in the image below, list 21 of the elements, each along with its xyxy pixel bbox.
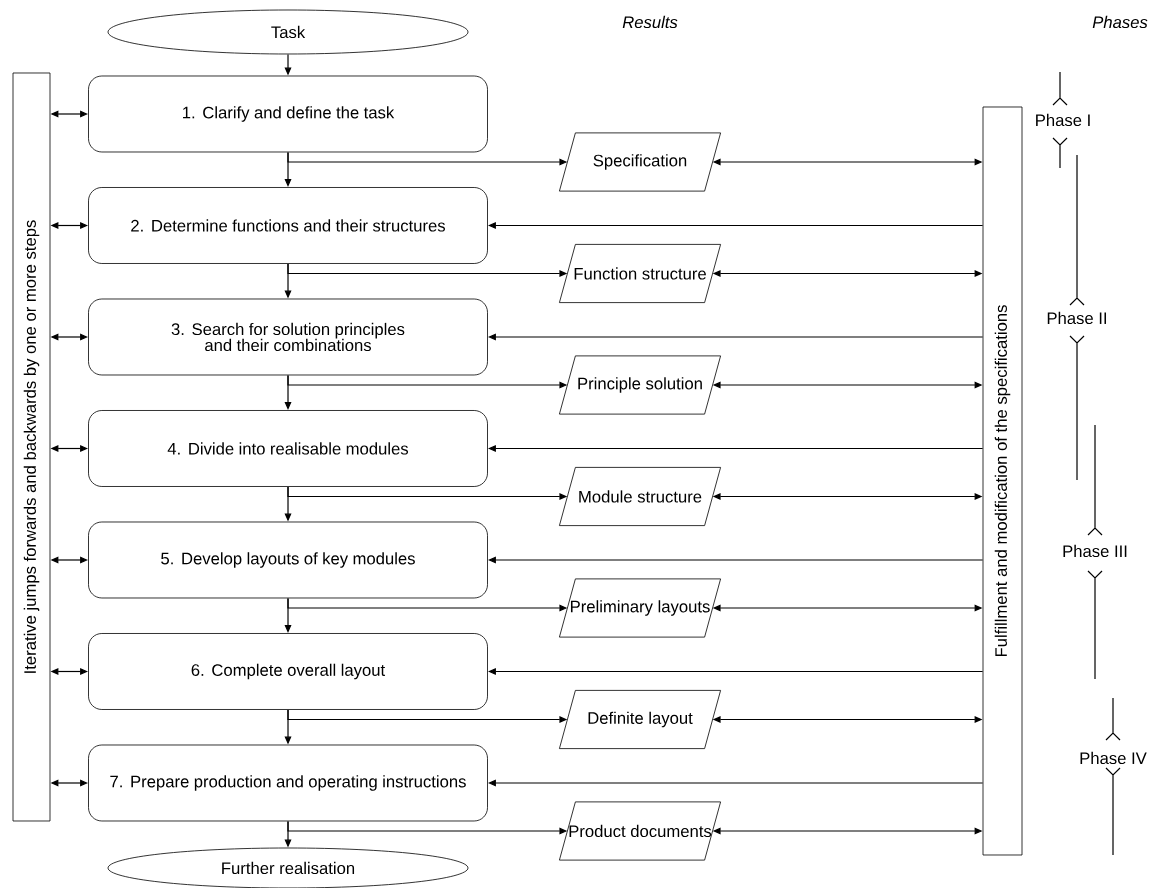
- process-box: 2. Determine functions and their structures: [88, 187, 488, 264]
- result-parallelogram: Preliminary layouts: [559, 578, 721, 638]
- phase-label: Phase IV: [1080, 751, 1147, 765]
- column-heading: Results: [622, 15, 678, 29]
- result-parallelogram: Definite layout: [559, 690, 721, 749]
- vertical-box: Iterative jumps forwards and backwards by one or more steps: [12, 72, 51, 822]
- vertical-box: Fulfillment and modification of the specifications: [982, 106, 1023, 856]
- column-heading: Phases: [1092, 15, 1148, 29]
- result-parallelogram: Function structure: [559, 244, 721, 303]
- process-box: 7. Prepare production and operating instructions: [88, 744, 488, 822]
- process-box: 5. Develop layouts of key modules: [88, 521, 488, 599]
- result-parallelogram: Specification: [559, 132, 721, 192]
- process-box: 6. Complete overall layout: [88, 633, 488, 710]
- phase-label: Phase III: [1063, 544, 1127, 558]
- process-box: 4. Divide into realisable modules: [88, 410, 488, 487]
- result-parallelogram: Product documents: [559, 801, 721, 861]
- result-parallelogram: Module structure: [559, 467, 721, 526]
- phase-label: Phase II: [1047, 311, 1106, 325]
- result-parallelogram: Principle solution: [559, 355, 721, 415]
- process-box: 3. Search for solution principles and their combinations: [88, 298, 488, 376]
- process-box: 1. Clarify and define the task: [88, 75, 488, 153]
